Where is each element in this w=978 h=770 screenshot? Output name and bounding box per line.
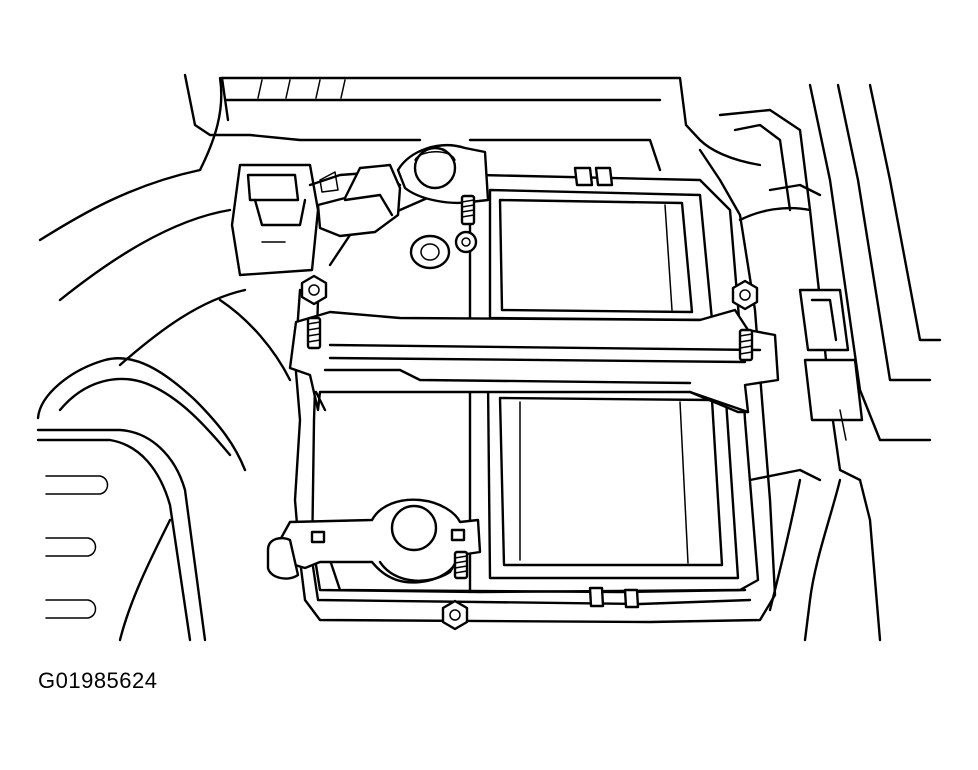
hold-down-bolt-left — [300, 274, 328, 350]
negative-terminal-clamp — [266, 498, 482, 584]
hold-down-bracket — [288, 308, 780, 414]
positive-cable-fuse-block — [230, 163, 402, 277]
right-structure — [718, 83, 942, 642]
negative-terminal-bolt — [441, 550, 469, 631]
vent-cap — [409, 234, 451, 270]
positive-terminal-bolt — [454, 194, 478, 254]
positive-terminal-clamp — [396, 144, 490, 205]
hold-down-bolt-right — [731, 279, 759, 362]
left-hose — [38, 76, 292, 382]
upper-cowl-panel — [183, 73, 762, 172]
figure-id-label: G01985624 — [38, 668, 158, 693]
left-intake-duct — [36, 357, 247, 642]
